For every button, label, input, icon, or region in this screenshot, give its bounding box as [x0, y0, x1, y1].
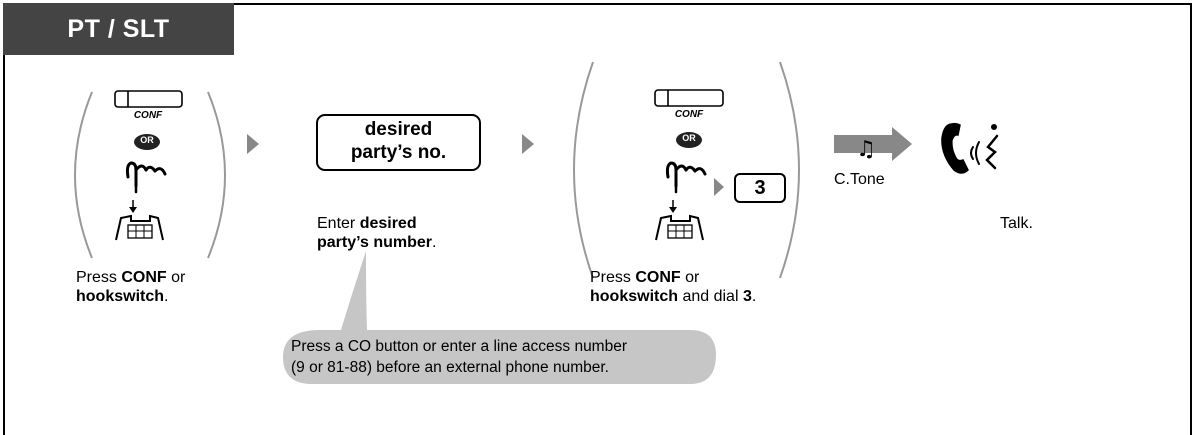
or-label: OR [140, 135, 154, 145]
header-tab: PT / SLT [3, 3, 234, 55]
or-icon-2 [676, 132, 702, 148]
svg-text:♫: ♫ [856, 137, 876, 162]
left-parenthesis-2 [573, 61, 594, 279]
conf-button-icon-2 [654, 89, 724, 107]
step2-caption: Enter desired party’s number. [317, 215, 437, 251]
step3-caption: Press CONF or hookswitch and dial 3. [590, 269, 757, 305]
or-icon [134, 134, 160, 150]
step-arrow-1 [247, 134, 259, 154]
procedure-frame [3, 3, 1192, 435]
hookswitch-hand-icon-2 [665, 161, 707, 194]
hookswitch-hand-icon [125, 161, 167, 194]
right-parenthesis [207, 91, 226, 259]
right-parenthesis-2 [779, 61, 800, 279]
conf-button-label-2: CONF [674, 109, 704, 120]
note-text: Press a CO button or enter a line access… [291, 338, 627, 376]
tone-arrow-icon: ♫ [834, 127, 912, 162]
conf-button-label: CONF [133, 110, 163, 121]
cradle-icon [115, 200, 164, 241]
desired-number-box-text: desired party’s no. [350, 119, 447, 163]
digit-key-box [734, 173, 786, 203]
note-bubble [283, 251, 716, 384]
talk-caption: Talk. [1000, 215, 1033, 232]
step1-caption: Press CONF or hookswitch. [76, 269, 186, 305]
conf-button-icon [114, 90, 183, 108]
left-parenthesis [74, 91, 93, 259]
tone-label: C.Tone [834, 171, 885, 188]
cradle-icon-2 [655, 200, 704, 241]
desired-number-box [316, 114, 481, 171]
or-label-2: OR [682, 133, 696, 143]
digit-key-label: 3 [754, 177, 766, 199]
dial-arrow [714, 178, 724, 196]
step-arrow-2 [522, 134, 534, 154]
talk-icon [941, 122, 999, 174]
